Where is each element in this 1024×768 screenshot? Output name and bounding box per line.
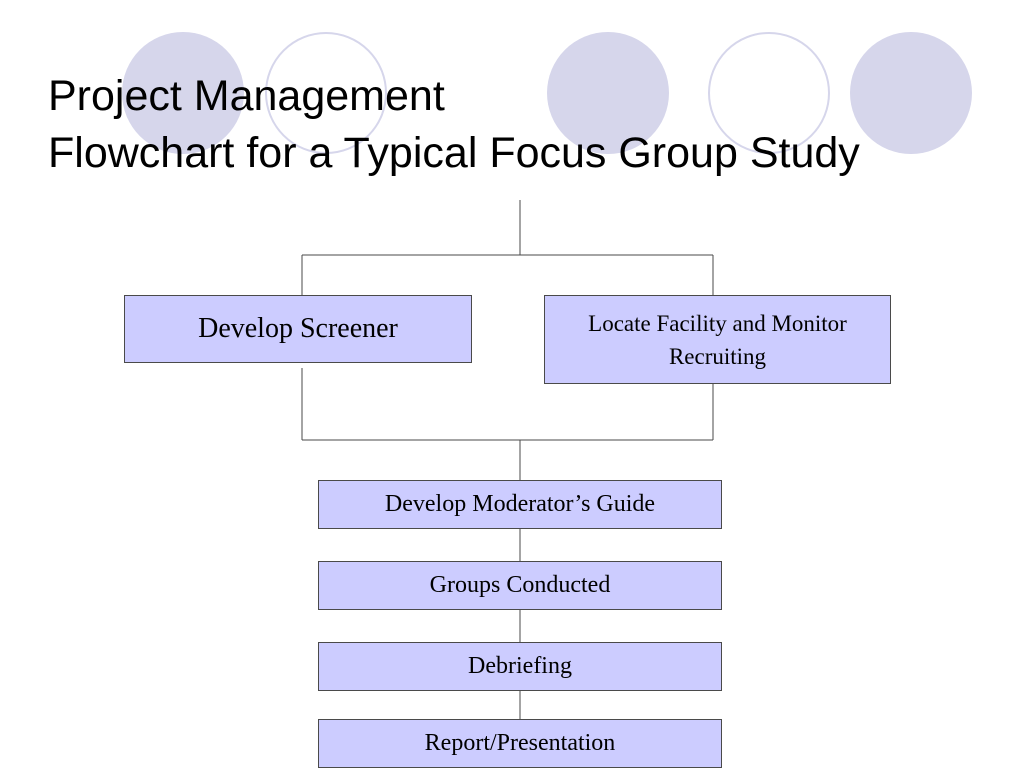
title-line-2: Flowchart for a Typical Focus Group Stud… — [48, 129, 860, 177]
step-label: Report/Presentation — [424, 730, 616, 756]
step-label: Develop Moderator’s Guide — [384, 491, 656, 517]
title-line-1: Project Management — [48, 72, 445, 120]
step-develop-screener: Develop Screener — [124, 295, 472, 363]
step-label: Locate Facility and Monitor Recruiting — [588, 310, 847, 369]
step-debriefing: Debriefing — [318, 642, 722, 691]
step-groups-conducted: Groups Conducted — [318, 561, 722, 610]
decorative-circle-outline — [708, 32, 830, 154]
step-locate-facility: Locate Facility and Monitor Recruiting — [544, 295, 891, 384]
step-label: Develop Screener — [198, 313, 398, 344]
decorative-circle-filled — [122, 32, 244, 154]
decorative-circle-filled — [850, 32, 972, 154]
slide-title: Project Management Flowchart for a Typic… — [48, 68, 860, 182]
decorative-circle-outline — [265, 32, 387, 154]
step-develop-moderators-guide: Develop Moderator’s Guide — [318, 480, 722, 529]
step-report-presentation: Report/Presentation — [318, 719, 722, 768]
decorative-circle-filled — [547, 32, 669, 154]
step-label: Debriefing — [468, 653, 572, 679]
step-label: Groups Conducted — [429, 572, 611, 598]
